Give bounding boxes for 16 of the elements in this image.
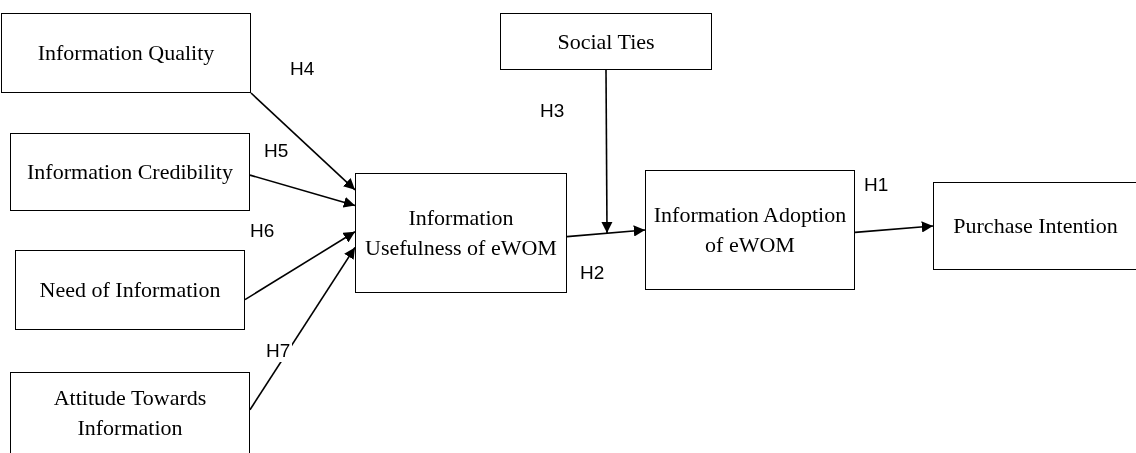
arrow [249, 246, 356, 411]
construct-box: Purchase Intention [933, 182, 1136, 270]
arrow [250, 92, 356, 191]
construct-box: Social Ties [500, 13, 712, 70]
construct-box: Attitude Towards Information [10, 372, 250, 453]
construct-box: Need of Information [15, 250, 245, 330]
edge-label: H7 [264, 340, 293, 362]
arrow [601, 69, 613, 234]
construct-box: Information Credibility [10, 133, 250, 211]
arrow [249, 174, 356, 208]
arrow [854, 221, 934, 234]
arrow [244, 231, 356, 301]
arrow [566, 225, 646, 238]
construct-box: Information Usefulness of eWOM [355, 173, 567, 293]
construct-box: Information Adoption of eWOM [645, 170, 855, 290]
construct-box: Information Quality [1, 13, 251, 93]
